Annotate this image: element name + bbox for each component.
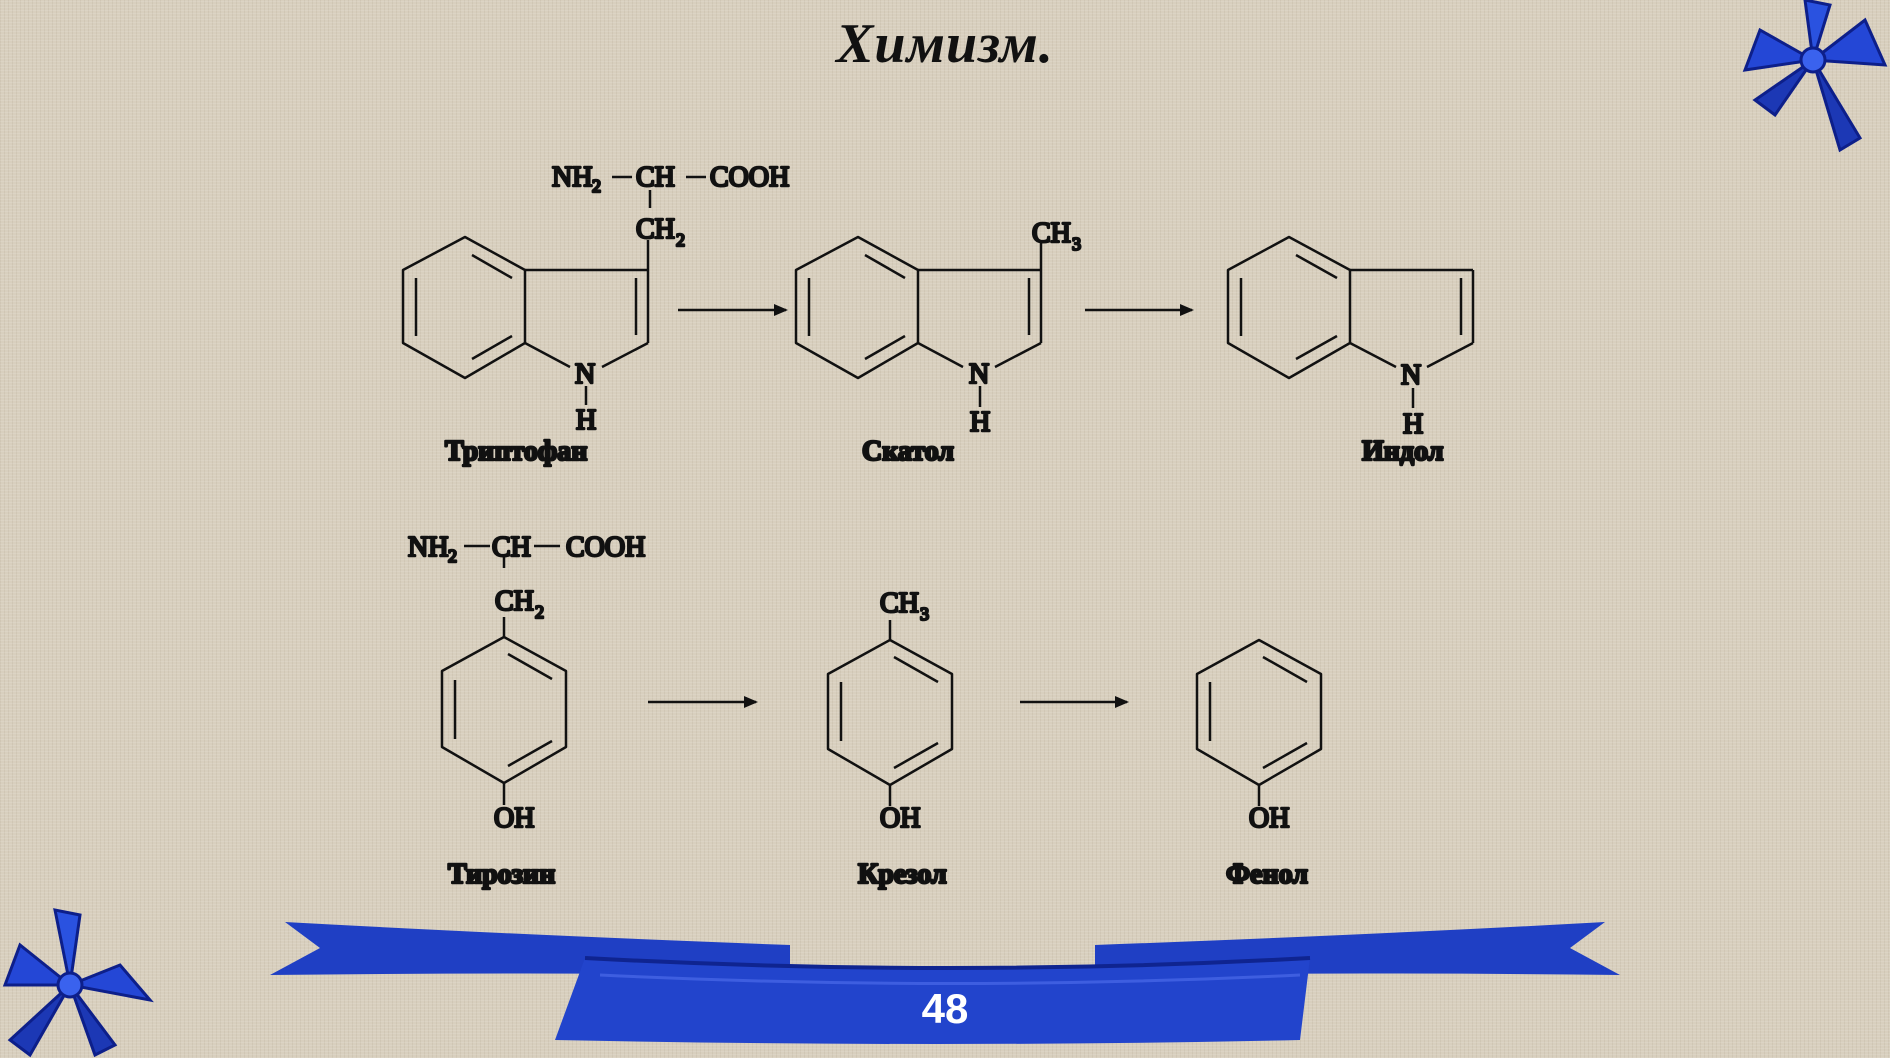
phenol-oh-label: OH [1249,803,1289,834]
indole-structure: N H Индол [1226,235,1475,468]
tyrosine-nh2-subscript: 2 [448,546,457,566]
skatole-ch3-label: CH [1032,218,1071,249]
tryptophan-cooh-label: COOH [710,162,789,193]
tryptophan-nh2-label: NH [552,162,592,193]
bow-decoration-top-right [1742,0,1888,153]
tyrosine-structure: NH 2 CH COOH CH 2 OH Тирозин [407,531,647,892]
indole-n-label: N [1401,360,1421,391]
skatole-name: Скатол [862,436,954,467]
indole-name: Индол [1362,436,1443,467]
cresol-ch3-subscript: 3 [920,604,929,624]
tyrosine-name: Тирозин [448,859,555,890]
bow-decoration-bottom-left [2,908,154,1058]
phenol-name: Фенол [1226,859,1308,890]
tryptophan-structure: NH 2 CH COOH CH 2 N H Триптофан [401,161,791,468]
cresol-ch3-label: CH [880,588,919,619]
tryptophan-h-label: H [576,405,596,436]
tryptophan-nh2-subscript: 2 [592,176,601,196]
tryptophan-ch2-subscript: 2 [676,230,685,250]
tyrosine-ch2-subscript: 2 [535,602,544,622]
tyrosine-oh-label: OH [494,803,534,834]
phenol-structure: OH Фенол [1195,638,1323,891]
tyrosine-nh2-label: NH [408,532,448,563]
tyrosine-cooh-label: COOH [566,532,645,563]
indole-h-label: H [1403,409,1423,440]
skatole-n-label: N [969,359,989,390]
cresol-oh-label: OH [880,803,920,834]
cresol-name: Крезол [858,859,947,890]
tyrosine-ch-label: CH [492,532,531,563]
skatole-ch3-subscript: 3 [1072,234,1081,254]
skatole-structure: CH 3 N H Скатол [794,217,1082,468]
skatole-h-label: H [970,407,990,438]
page-number: 48 [921,985,969,1032]
tryptophan-ch2-label: CH [636,214,675,245]
tryptophan-n-label: N [575,359,595,390]
tryptophan-name: Триптофан [445,436,587,467]
tryptophan-ch-label: CH [636,162,675,193]
tyrosine-ch2-label: CH [495,586,534,617]
cresol-structure: CH 3 OH Крезол [826,587,954,891]
slide-title: Химизм. [836,13,1054,75]
